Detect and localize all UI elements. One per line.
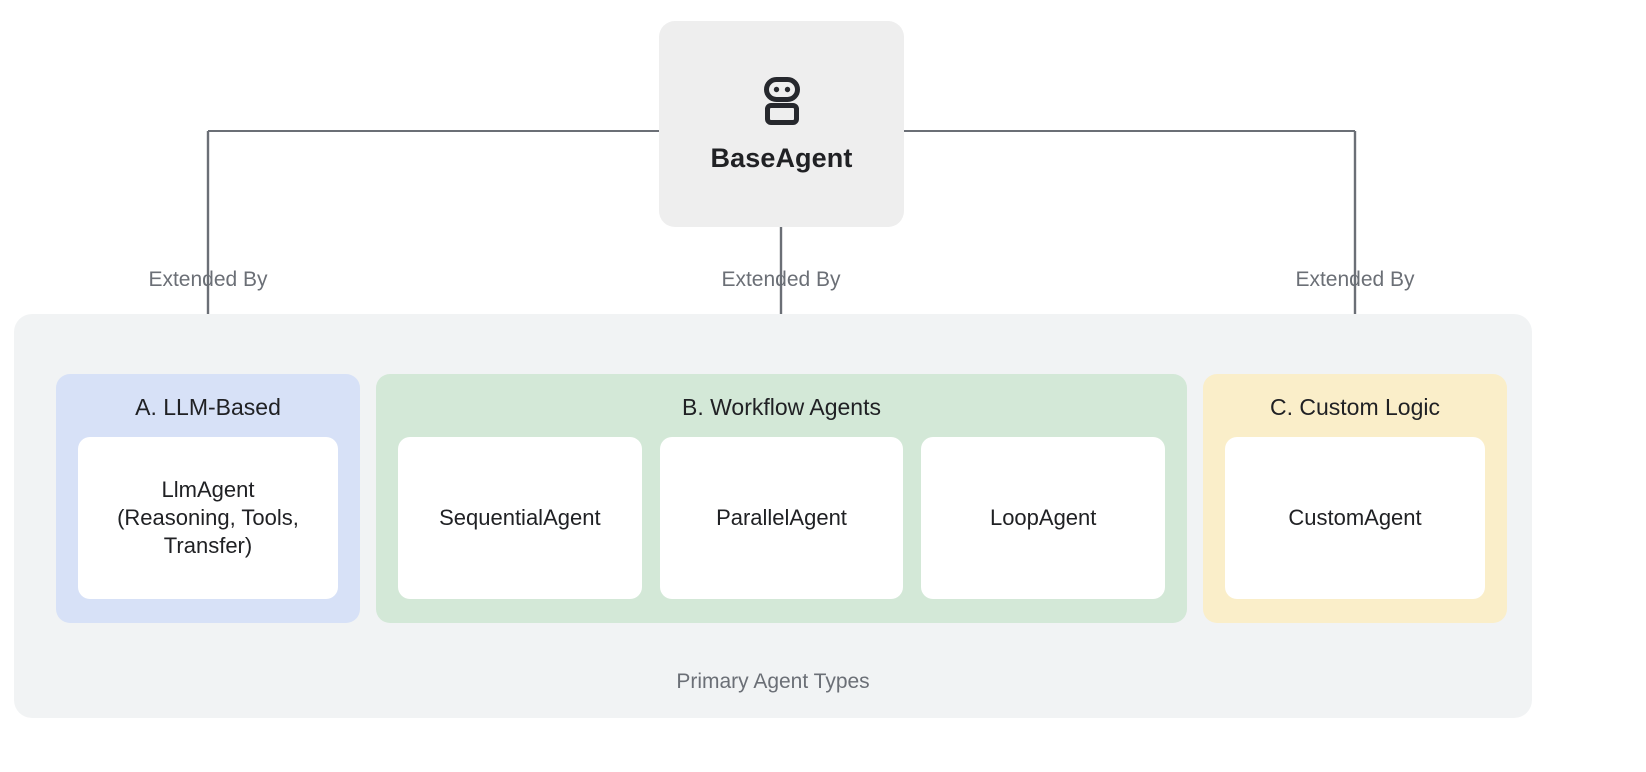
panel-workflow-agents[interactable]: B. Workflow Agents SequentialAgent Paral…	[376, 374, 1187, 623]
panel-llm-based-cards: LlmAgent(Reasoning, Tools,Transfer)	[56, 437, 360, 623]
card-parallel-agent[interactable]: ParallelAgent	[659, 437, 904, 599]
edge-label-llm: Extended By	[148, 268, 268, 291]
edge-label-custom: Extended By	[1295, 268, 1415, 291]
panel-custom-logic-cards: CustomAgent	[1203, 437, 1507, 623]
panel-custom-logic-title: C. Custom Logic	[1269, 394, 1440, 420]
panel-llm-based-title: A. LLM-Based	[135, 394, 281, 420]
card-custom-agent[interactable]: CustomAgent	[1225, 437, 1485, 599]
panel-llm-based[interactable]: A. LLM-Based LlmAgent(Reasoning, Tools,T…	[56, 374, 360, 623]
robot-icon	[763, 76, 800, 125]
edge-label-workflow: Extended By	[721, 268, 841, 291]
card-sequential-agent[interactable]: SequentialAgent	[398, 437, 642, 599]
node-base-agent[interactable]: BaseAgent	[659, 21, 904, 227]
node-base-agent-label: BaseAgent	[710, 142, 853, 173]
group-caption: Primary Agent Types	[676, 670, 870, 693]
panel-custom-logic[interactable]: C. Custom Logic CustomAgent	[1203, 374, 1507, 623]
card-loop-agent[interactable]: LoopAgent	[921, 437, 1166, 599]
card-llm-agent[interactable]: LlmAgent(Reasoning, Tools,Transfer)	[78, 437, 338, 599]
panel-workflow-agents-title: B. Workflow Agents	[682, 394, 881, 420]
panel-workflow-agents-cards: SequentialAgent ParallelAgent LoopAgent	[376, 437, 1187, 623]
